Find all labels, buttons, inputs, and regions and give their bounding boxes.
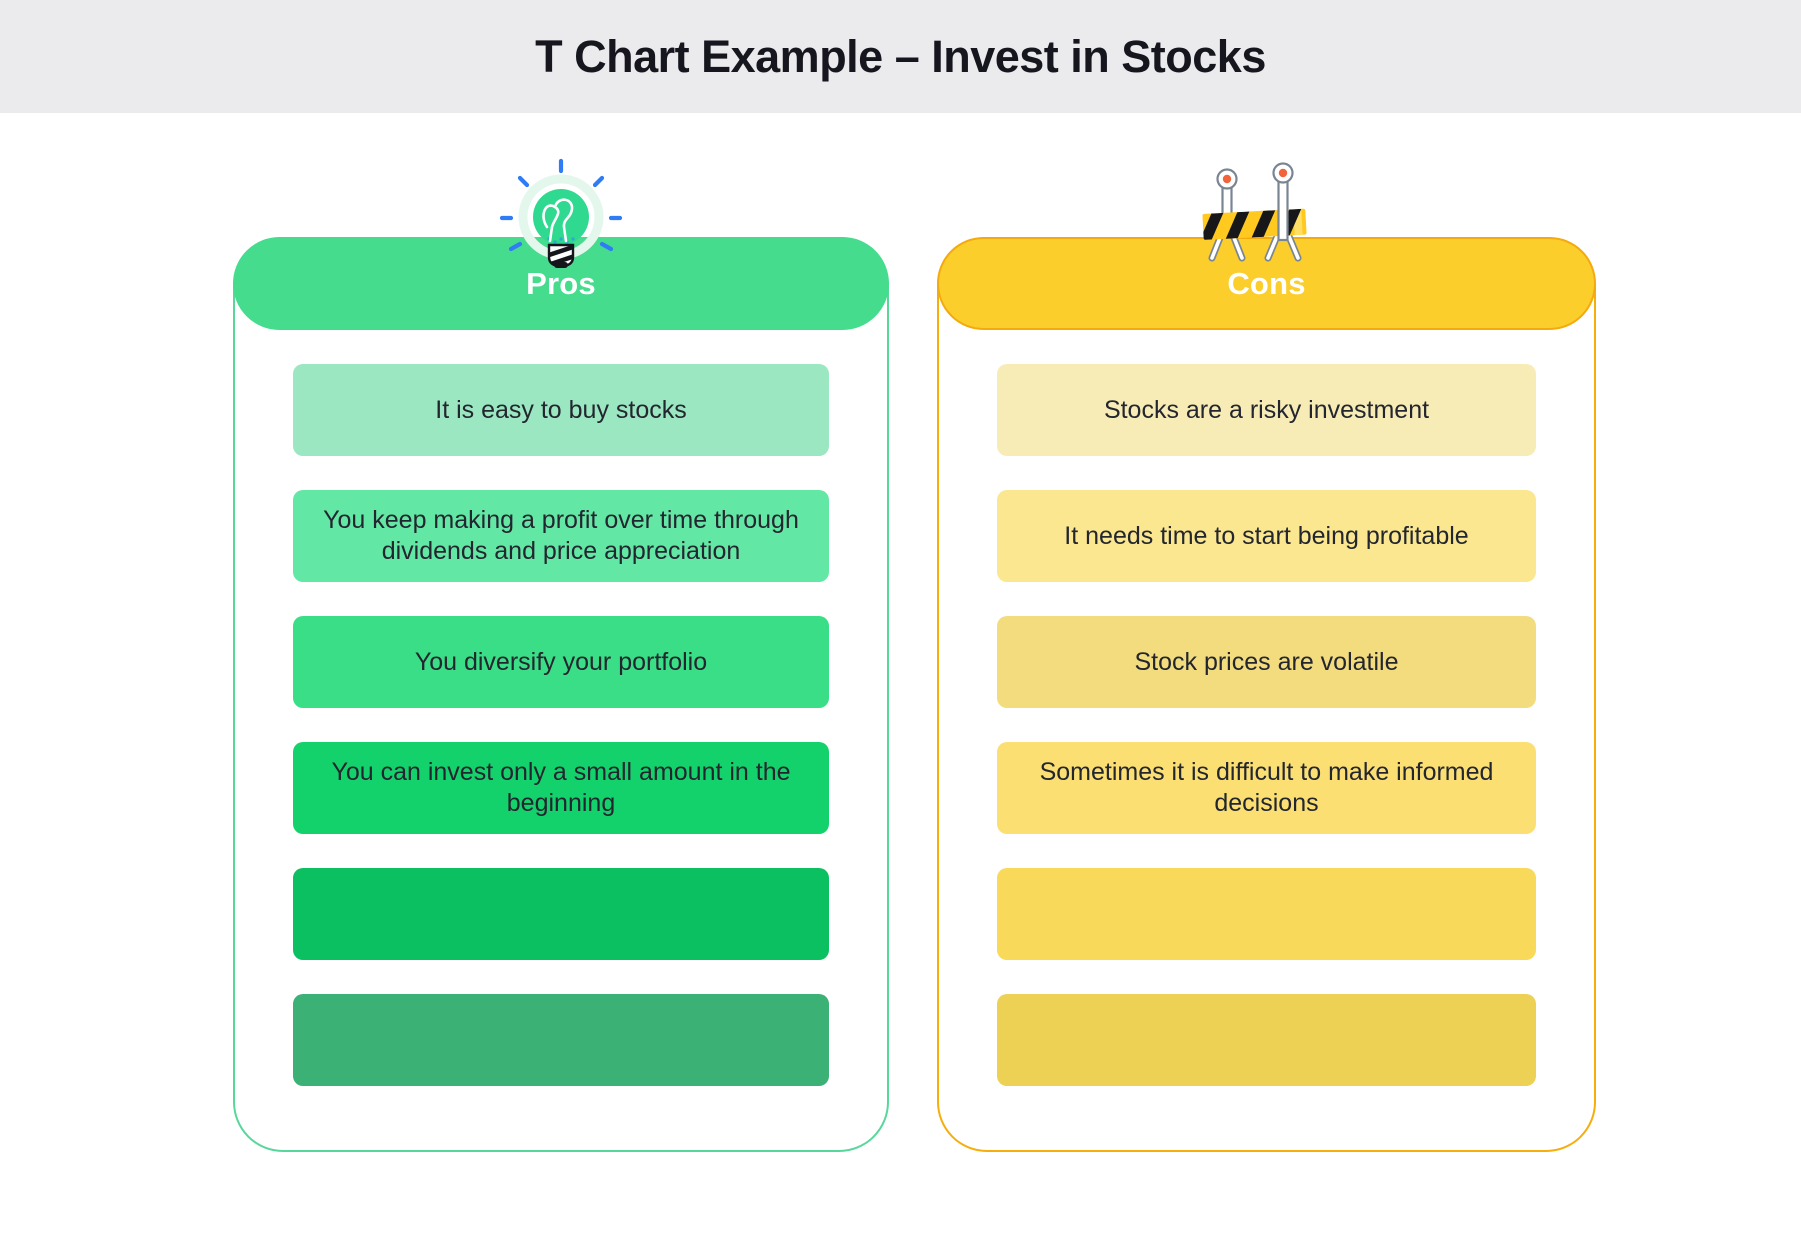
title-bar: T Chart Example – Invest in Stocks [0,0,1801,113]
pros-item-2: You keep making a profit over time throu… [293,490,829,582]
page-title: T Chart Example – Invest in Stocks [535,30,1266,82]
cons-item-1: Stocks are a risky investment [997,364,1536,456]
cons-item-2: It needs time to start being profitable [997,490,1536,582]
pros-item-1: It is easy to buy stocks [293,364,829,456]
cons-item-6 [997,994,1536,1086]
cons-item-4: Sometimes it is difficult to make inform… [997,742,1536,834]
pros-item-6 [293,994,829,1086]
pros-panel: Pros It is easy to buy stocks You keep m… [233,158,889,1152]
cons-header-label: Cons [1227,265,1306,301]
pros-item-3: You diversify your portfolio [293,616,829,708]
cons-item-3: Stock prices are volatile [997,616,1536,708]
cons-panel: Cons Stocks are a risky investment It ne… [937,162,1596,1152]
pros-item-4: You can invest only a small amount in th… [293,742,829,834]
cons-item-5 [997,868,1536,960]
lightbulb-icon [499,157,623,281]
pros-item-5 [293,868,829,960]
cons-list: Stocks are a risky investment It needs t… [997,364,1536,1086]
pros-list: It is easy to buy stocks You keep making… [293,364,829,1086]
barrier-icon [1197,162,1323,266]
pros-header-label: Pros [526,265,596,301]
